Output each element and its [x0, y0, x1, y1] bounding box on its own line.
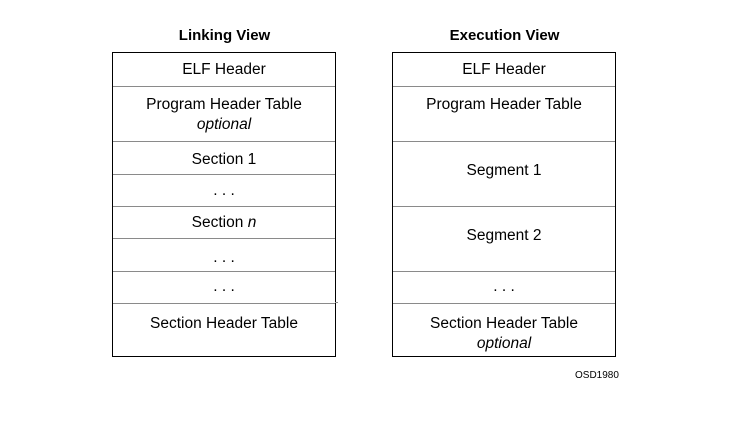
linking-elf-header-cell: ELF Header: [113, 53, 335, 86]
execution-segment-1-label: Segment 1: [466, 162, 542, 179]
linking-view-box: ELF Header Program Header Table optional…: [112, 52, 336, 357]
linking-ellipsis-cell-3: . . .: [113, 271, 335, 303]
linking-section-1-label: Section 1: [191, 151, 257, 168]
linking-ellipsis-cell-1: . . .: [113, 174, 335, 206]
section-n-variable: n: [247, 214, 257, 231]
execution-program-header-table-cell: Program Header Table: [393, 86, 615, 141]
linking-ellipsis-label-2: . . .: [213, 249, 235, 266]
linking-program-header-table-cell: Program Header Table optional: [113, 86, 335, 141]
linking-program-header-optional-note: optional: [196, 116, 252, 133]
linking-section-n-cell: Section n: [113, 206, 335, 238]
linking-section-header-table-cell: Section Header Table: [113, 303, 335, 356]
execution-section-header-optional-note: optional: [476, 335, 532, 352]
figure-id-label: OSD1980: [575, 370, 619, 381]
execution-ellipsis-cell: . . .: [393, 271, 615, 303]
linking-program-header-table-label: Program Header Table: [146, 96, 302, 113]
linking-ellipsis-label-1: . . .: [213, 182, 235, 199]
execution-segment-1-cell: Segment 1: [393, 141, 615, 206]
execution-view-title: Execution View: [449, 27, 560, 44]
execution-elf-header-cell: ELF Header: [393, 53, 615, 86]
execution-segment-2-label: Segment 2: [466, 227, 542, 244]
section-n-prefix: Section: [191, 214, 244, 231]
linking-ellipsis-label-3: . . .: [213, 278, 235, 295]
execution-ellipsis-label: . . .: [493, 278, 515, 295]
linking-section-header-table-label: Section Header Table: [150, 315, 298, 332]
execution-section-header-table-label: Section Header Table: [430, 315, 578, 332]
linking-view-title: Linking View: [178, 27, 271, 44]
linking-divider-extension: [335, 302, 338, 303]
execution-program-header-table-label: Program Header Table: [426, 96, 582, 113]
execution-section-header-table-cell: Section Header Table optional: [393, 303, 615, 356]
linking-section-1-cell: Section 1: [113, 141, 335, 174]
execution-elf-header-label: ELF Header: [462, 61, 546, 78]
linking-ellipsis-cell-2: . . .: [113, 238, 335, 271]
execution-segment-2-cell: Segment 2: [393, 206, 615, 271]
linking-section-n-label: Section n: [192, 213, 257, 233]
linking-elf-header-label: ELF Header: [182, 61, 266, 78]
execution-view-box: ELF Header Program Header Table Segment …: [392, 52, 616, 357]
